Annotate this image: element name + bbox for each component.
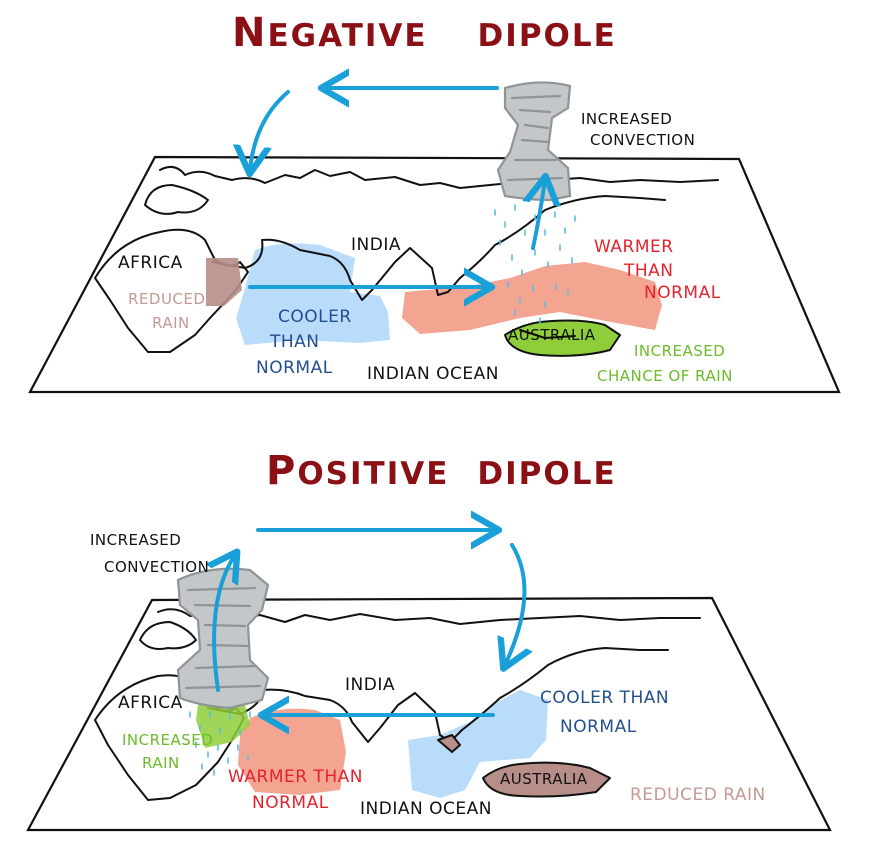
australia-outline [482,761,611,798]
increased-chance-label-1: INCREASED [634,342,725,360]
rain-drops [189,711,251,776]
indian-ocean-label: INDIAN OCEAN [367,364,499,384]
convection-cloud [176,567,270,710]
rising-arrow [533,180,545,250]
convection-label-2: CONVECTION [590,131,695,149]
indian-ocean-label: INDIAN OCEAN [360,799,492,819]
australia-label: AUSTRALIA [508,326,596,344]
warmer-label-1: WARMER [594,237,674,257]
convection-label-2: CONVECTION [104,558,209,576]
africa-label: AFRICA [118,253,183,273]
land-outlines [94,165,719,357]
cool-water-region [236,243,390,345]
increased-chance-label-2: CHANCE OF RAIN [597,367,733,385]
cool-water-region [408,690,548,798]
india-label: INDIA [351,235,401,255]
rising-arrow [214,555,235,692]
reduced-rain-label-1: REDUCED [128,290,205,308]
reduced-rain-label: REDUCED RAIN [630,785,766,805]
cooler-label-3: NORMAL [256,358,333,378]
increased-rain-label-2: RAIN [142,754,180,772]
walker-circulation-arrows [250,88,545,287]
australia-outline [504,319,621,357]
land-outlines [94,608,701,801]
increased-rain-label-1: INCREASED [122,731,213,749]
australia-label: AUSTRALIA [500,770,588,788]
warmer-label-2: THAN [623,261,674,281]
cooler-label-1: COOLER THAN [540,688,669,708]
rain-drops [494,204,576,324]
convection-label-1: INCREASED [581,110,672,128]
warmer-label-1: WARMER THAN [228,767,363,787]
cooler-label-1: COOLER [278,307,352,327]
warm-water-region [402,262,662,334]
walker-circulation-arrows [214,530,524,715]
india-label: INDIA [345,675,395,695]
convection-cloud [496,81,572,202]
reduced-rain-patch [206,258,242,306]
cooler-label-2: THAN [269,332,320,352]
reduced-rain-label-2: RAIN [152,314,190,332]
convection-label-1: INCREASED [90,531,181,549]
descending-arrow [505,543,524,665]
cooler-label-2: NORMAL [560,717,637,737]
warmer-label-3: NORMAL [644,283,721,303]
descending-arrow [250,90,290,170]
warmer-label-2: NORMAL [252,793,329,813]
africa-label: AFRICA [118,693,183,713]
